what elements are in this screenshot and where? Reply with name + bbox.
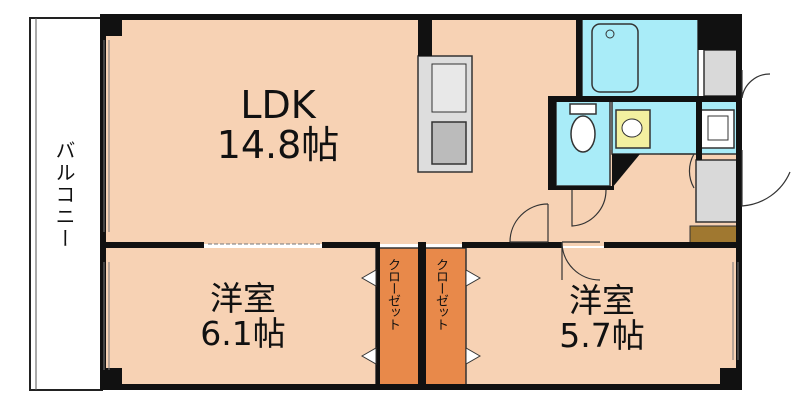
east-room-label: 洋室 5.7帖	[527, 281, 677, 355]
closet-left-label: クローゼット	[385, 258, 400, 330]
refrigerator-space	[418, 18, 432, 56]
west-room-floor	[104, 248, 376, 388]
bathtub-icon	[591, 23, 639, 93]
basin-bowl-icon	[621, 118, 643, 138]
door-swings	[509, 70, 791, 281]
toilet-tank-icon	[569, 103, 597, 115]
balcony-label: バルコニー	[52, 140, 76, 250]
hall-corner-wall	[612, 154, 640, 188]
windows	[103, 40, 739, 370]
ldk-label: LDK 14.8帖	[198, 83, 358, 167]
ldk-floor	[104, 18, 580, 244]
west-room-label: 洋室 6.1帖	[168, 279, 318, 353]
closet-right-label: クローゼット	[433, 258, 448, 330]
balcony	[29, 17, 103, 391]
east-room-floor	[466, 248, 740, 388]
east-room-size: 5.7帖	[559, 315, 645, 355]
washing-machine-drum-icon	[707, 115, 729, 141]
closet-door-markers	[360, 269, 482, 365]
walls	[100, 14, 742, 390]
ldk-name: LDK	[240, 83, 316, 127]
east-room-name: 洋室	[569, 281, 635, 320]
drain-icon	[605, 29, 615, 39]
shoe-box	[689, 225, 739, 245]
stove-icon	[431, 121, 467, 165]
storage-entry	[695, 159, 739, 223]
toilet-icon	[570, 115, 596, 153]
storage-top	[703, 49, 739, 97]
sink-icon	[431, 63, 467, 113]
west-room-name: 洋室	[210, 279, 276, 318]
west-room-size: 6.1帖	[200, 313, 286, 353]
ldk-size: 14.8帖	[216, 122, 340, 167]
